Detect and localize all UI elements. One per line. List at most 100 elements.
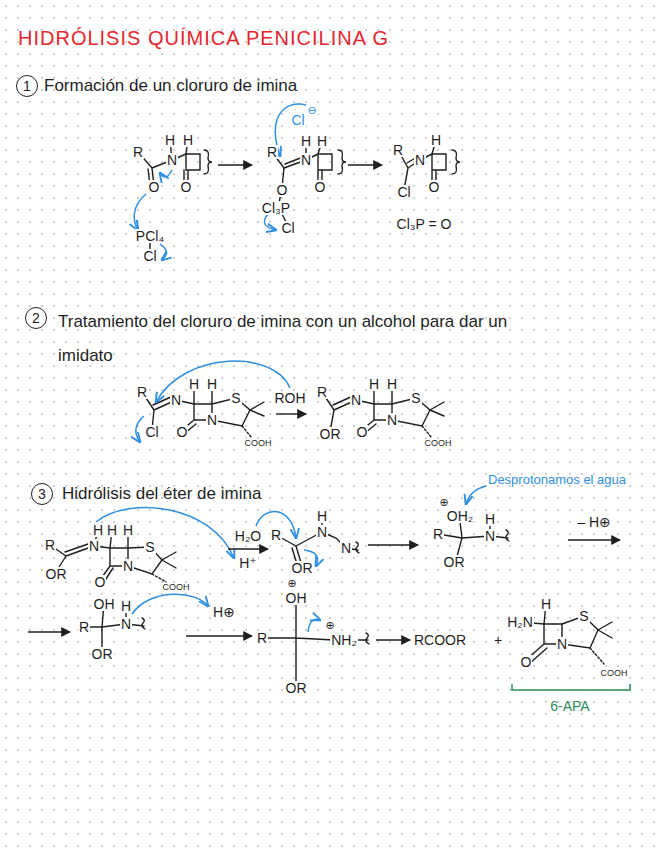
- reaction-arrow: [368, 544, 418, 545]
- molecule-f: [50, 530, 176, 582]
- drawing-path: [152, 574, 166, 582]
- atom-label: O: [94, 575, 107, 590]
- atom-label: H⁺: [238, 556, 258, 571]
- atom-label: H: [316, 134, 328, 149]
- electron-arrow: [96, 508, 234, 558]
- reaction-arrow: [568, 539, 620, 540]
- atom-label: N: [414, 153, 426, 168]
- reaction-arrow: [276, 413, 306, 414]
- electron-arrow: [308, 619, 320, 632]
- atom-label: R: [78, 620, 90, 635]
- atom-label: H: [188, 377, 200, 392]
- atom-label: R: [132, 145, 144, 160]
- step-number-text: 3: [38, 487, 46, 501]
- reaction-arrow: [348, 164, 382, 165]
- molecule-g: [276, 516, 359, 566]
- drawing-path: [276, 516, 322, 566]
- drawing-path: [242, 426, 252, 438]
- step-heading: Hidrólisis del éter de imina: [62, 484, 261, 504]
- drawing-path: [356, 633, 369, 644]
- atom-label: N: [484, 529, 496, 544]
- atom-label: H: [300, 134, 312, 149]
- reaction-arrow: [376, 639, 410, 640]
- atom-label: OR: [291, 561, 314, 576]
- atom-label: R: [270, 528, 282, 543]
- atom-label: H: [182, 133, 194, 148]
- atom-label: N: [166, 153, 178, 168]
- atom-label: R: [136, 385, 148, 400]
- atom-label: OR: [285, 681, 308, 696]
- atom-label: S: [578, 609, 589, 624]
- atom-label: COOH: [424, 439, 453, 448]
- atom-label: Cl₃P: [261, 201, 291, 216]
- atom-label: O: [180, 180, 193, 195]
- atom-label: Cl: [280, 221, 295, 236]
- atom-label: OH: [285, 591, 308, 606]
- step-number-text: 1: [23, 79, 31, 93]
- atom-label: ROH: [273, 391, 306, 406]
- drawing-path: [134, 194, 146, 230]
- atom-label: ⊕: [324, 620, 335, 632]
- atom-label: PCl₄: [135, 229, 165, 244]
- atom-label: NH₂: [330, 633, 358, 648]
- atom-label: N: [386, 413, 398, 428]
- atom-label: O: [176, 425, 189, 440]
- drawing-path: [590, 648, 604, 664]
- atom-label: RCOOR: [413, 633, 467, 648]
- atom-label: N: [120, 617, 132, 632]
- atom-label: N: [316, 525, 328, 540]
- atom-label: ⊖: [306, 105, 317, 117]
- atom-label: O: [428, 180, 441, 195]
- atom-label: H: [316, 509, 328, 524]
- atom-label: Cl: [142, 249, 157, 264]
- drawing-path: [338, 150, 346, 174]
- step-number: 2: [25, 307, 47, 329]
- atom-label: N: [350, 393, 362, 408]
- atom-label: OR: [45, 567, 68, 582]
- atom-label: COOH: [244, 439, 273, 448]
- step-number: 1: [16, 75, 38, 97]
- atom-label: N: [170, 393, 182, 408]
- drawing-path: [160, 244, 167, 260]
- atom-label: S: [230, 391, 241, 406]
- atom-label: R: [392, 143, 404, 158]
- atom-label: H: [540, 597, 552, 612]
- bracket: [512, 684, 630, 690]
- atom-label: N: [88, 539, 100, 554]
- atom-label: S: [410, 391, 421, 406]
- atom-label: H⊕: [212, 605, 236, 620]
- atom-label: ⊕: [286, 578, 297, 590]
- drawing-path: [160, 170, 172, 177]
- drawing-path: [262, 598, 334, 686]
- reaction-arrow: [218, 164, 252, 165]
- atom-label: H₂N: [506, 615, 534, 630]
- atom-label: O: [314, 180, 327, 195]
- electron-arrows-a: [134, 170, 172, 260]
- atom-label: H: [120, 599, 132, 614]
- atom-label: S: [144, 540, 155, 555]
- page-title: HIDRÓLISIS QUÍMICA PENICILINA G: [18, 27, 389, 50]
- atom-label: OR: [319, 427, 342, 442]
- atom-label: Cl: [290, 113, 305, 128]
- step-heading: Formación de un cloruro de imina: [44, 76, 297, 96]
- atom-label: N: [300, 153, 312, 168]
- drawing-path: [136, 416, 144, 442]
- step-number-text: 2: [32, 311, 40, 325]
- callout-arrow: [466, 486, 486, 504]
- atom-label: H: [368, 377, 380, 392]
- atom-label: O: [276, 183, 289, 198]
- step-heading: Tratamiento del cloruro de imina con un …: [58, 305, 538, 373]
- atom-label: Cl₃P = O: [396, 217, 453, 232]
- atom-label: H: [386, 377, 398, 392]
- atom-label: H: [430, 133, 442, 148]
- electron-arrows-g: [256, 511, 318, 566]
- atom-label: OR: [443, 555, 466, 570]
- molecule-d: [142, 384, 264, 438]
- atom-label: H: [122, 523, 134, 538]
- atom-label: N: [122, 559, 134, 574]
- atom-label: H₂O: [234, 529, 262, 544]
- atom-label: H: [484, 512, 496, 527]
- molecule-j: [262, 598, 369, 686]
